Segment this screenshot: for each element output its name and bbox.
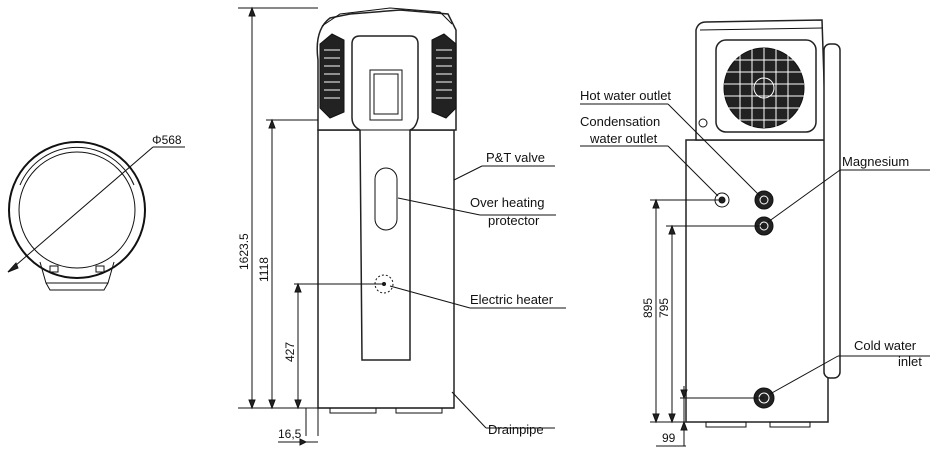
- left-grille: [319, 33, 345, 119]
- dim-cold-height: 99: [662, 431, 676, 445]
- dim-condensation-height: 895: [641, 298, 655, 318]
- callout-overheat-1: Over heating: [470, 195, 544, 210]
- tank-outer-ring: [8, 141, 146, 279]
- diameter-arrow: [7, 262, 19, 273]
- leader-cold: [769, 355, 839, 395]
- diameter-label: Φ568: [152, 133, 182, 147]
- leader-drain: [451, 391, 487, 429]
- mount-bracket: [39, 261, 115, 291]
- callout-heater: Electric heater: [470, 292, 554, 307]
- diameter-line: [7, 146, 154, 273]
- callout-drain: Drainpipe: [488, 422, 544, 437]
- dim-valve-height: 1118: [257, 257, 271, 282]
- dim-magnesium-height: 795: [657, 298, 671, 318]
- leader-magnesium: [767, 169, 841, 223]
- leader-overheat: [397, 197, 481, 216]
- bracket-slot-right: [95, 265, 105, 273]
- side-view: 895 795 99 Hot water outlet Condensation…: [580, 19, 930, 447]
- callout-cold-2: inlet: [898, 354, 922, 369]
- tank-rim-arc: [19, 146, 135, 186]
- bracket-slot-left: [49, 265, 59, 273]
- front-panel: [351, 35, 419, 361]
- leader-pt-valve: [453, 165, 483, 181]
- top-view: Φ568: [7, 133, 185, 291]
- front-view: 1623.5 1118 427 16,5 P&T valve Over heat…: [237, 6, 566, 446]
- tank-inner-ring: [18, 151, 136, 269]
- callout-cond-2: water outlet: [589, 131, 658, 146]
- callout-magnesium: Magnesium: [842, 154, 909, 169]
- back-pipe: [823, 43, 841, 379]
- callout-pt-valve: P&T valve: [486, 150, 545, 165]
- callout-cold-1: Cold water: [854, 338, 917, 353]
- dim-total-height: 1623.5: [237, 233, 251, 270]
- side-bolt: [698, 118, 708, 128]
- callout-overheat-2: protector: [488, 213, 540, 228]
- head-top-cap: [321, 7, 453, 27]
- display-window: [373, 73, 399, 115]
- dim-foot: 16,5: [278, 427, 302, 441]
- overheat-window: [374, 167, 398, 231]
- right-grille: [431, 33, 457, 119]
- callout-cond-1: Condensation: [580, 114, 660, 129]
- fan-grille: [715, 39, 817, 133]
- side-tank-body: [685, 139, 829, 423]
- foot-left: [329, 407, 377, 414]
- control-display: [369, 69, 403, 121]
- dim-heater-height: 427: [283, 342, 297, 362]
- leader-heater: [389, 285, 471, 309]
- callout-hot-outlet: Hot water outlet: [580, 88, 671, 103]
- foot-right: [395, 407, 443, 414]
